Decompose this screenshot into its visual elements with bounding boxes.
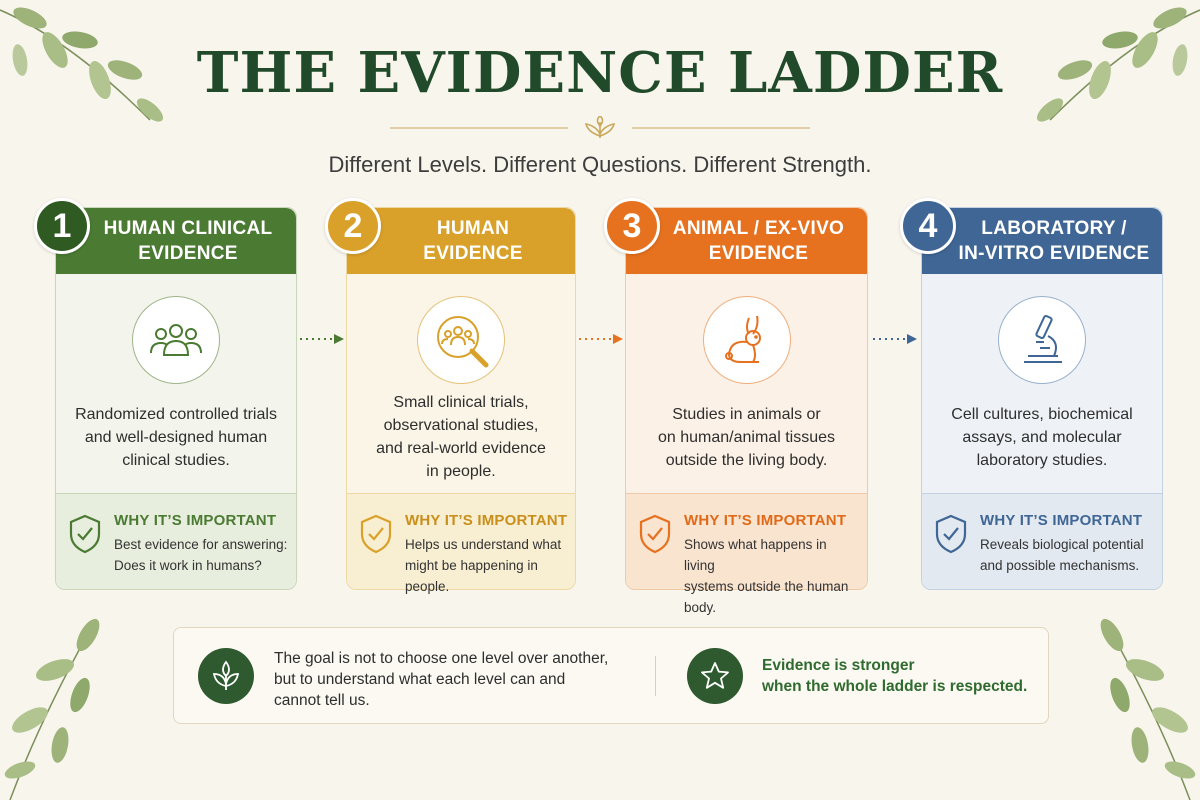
level-title: HUMAN CLINICAL EVIDENCE bbox=[103, 218, 273, 264]
level-icon-circle bbox=[417, 296, 505, 384]
level-icon-circle bbox=[998, 296, 1086, 384]
level-icon-circle bbox=[132, 296, 220, 384]
level-card-3: ANIMAL / EX-VIVO EVIDENCE 3 Studies in a… bbox=[604, 198, 868, 615]
microscope-icon bbox=[1024, 314, 1062, 363]
level-description: Small clinical trials, observational stu… bbox=[376, 394, 546, 480]
title-divider bbox=[390, 116, 810, 138]
leaf-decoration-top-right-icon bbox=[1036, 7, 1200, 122]
why-important-text: Helps us understand what might be happen… bbox=[405, 537, 562, 594]
leaf-decoration-top-left-icon bbox=[0, 7, 164, 122]
summary-box: The goal is not to choose one level over… bbox=[173, 627, 1049, 724]
arrow-right-icon bbox=[300, 334, 344, 344]
page-title: THE EVIDENCE LADDER bbox=[196, 40, 1004, 106]
level-card-header: LABORATORY / IN-VITRO EVIDENCE bbox=[922, 208, 1162, 274]
level-title: ANIMAL / EX-VIVO EVIDENCE bbox=[672, 218, 845, 264]
star-icon-circle bbox=[687, 648, 743, 704]
level-card-4: LABORATORY / IN-VITRO EVIDENCE 4 Cell cu… bbox=[900, 198, 1163, 590]
level-title: LABORATORY / IN-VITRO EVIDENCE bbox=[958, 218, 1150, 264]
why-important-box: WHY IT’S IMPORTANT Helps us understand w… bbox=[347, 493, 575, 594]
arrow-right-icon bbox=[873, 334, 917, 344]
star-icon bbox=[701, 662, 729, 689]
why-important-box: WHY IT’S IMPORTANT Shows what happens in… bbox=[626, 493, 867, 615]
level-icon-circle bbox=[702, 296, 791, 384]
why-important-text: Best evidence for answering: Does it wor… bbox=[114, 537, 288, 573]
level-number-badge: 3 bbox=[604, 198, 660, 254]
why-important-title: WHY IT’S IMPORTANT bbox=[980, 512, 1143, 529]
level-number: 3 bbox=[622, 206, 642, 245]
level-card-2: HUMAN EVIDENCE 2 Small clinical trials, … bbox=[325, 198, 576, 594]
why-important-text: Shows what happens in living systems out… bbox=[684, 537, 849, 615]
rabbit-icon bbox=[724, 315, 761, 363]
people-group-icon bbox=[150, 324, 202, 356]
sprout-icon bbox=[212, 660, 240, 690]
level-card-header: HUMAN CLINICAL EVIDENCE bbox=[56, 208, 296, 274]
level-card-header: ANIMAL / EX-VIVO EVIDENCE bbox=[626, 208, 867, 274]
level-card-header: HUMAN EVIDENCE bbox=[347, 208, 575, 274]
level-number-badge: 2 bbox=[325, 198, 381, 254]
level-number: 2 bbox=[343, 206, 363, 245]
level-description: Studies in animals or on human/animal ti… bbox=[658, 405, 835, 469]
arrow-right-icon bbox=[579, 334, 623, 344]
level-description: Cell cultures, biochemical assays, and m… bbox=[951, 405, 1133, 469]
why-important-title: WHY IT’S IMPORTANT bbox=[405, 512, 568, 529]
summary-divider bbox=[655, 656, 656, 696]
why-important-title: WHY IT’S IMPORTANT bbox=[684, 512, 847, 529]
shield-check-icon bbox=[69, 514, 101, 554]
summary-text: The goal is not to choose one level over… bbox=[274, 650, 609, 709]
leaf-decoration-bottom-right-icon bbox=[1100, 618, 1196, 800]
people-magnifier-icon bbox=[437, 316, 489, 368]
page-subtitle: Different Levels. Different Questions. D… bbox=[328, 152, 872, 177]
level-card-1: HUMAN CLINICAL EVIDENCE 1 Randomized con… bbox=[34, 198, 297, 590]
shield-check-icon bbox=[639, 514, 671, 554]
shield-check-icon bbox=[360, 514, 392, 554]
level-number: 4 bbox=[918, 206, 938, 245]
why-important-text: Reveals biological potential and possibl… bbox=[980, 537, 1144, 573]
why-important-box: WHY IT’S IMPORTANT Reveals biological po… bbox=[922, 493, 1162, 589]
level-title: HUMAN EVIDENCE bbox=[423, 218, 523, 264]
leaf-decoration-bottom-left-icon bbox=[4, 618, 100, 800]
sprout-icon-circle bbox=[198, 648, 254, 704]
level-description: Randomized controlled trials and well-de… bbox=[75, 405, 277, 469]
level-number-badge: 4 bbox=[900, 198, 956, 254]
shield-check-icon bbox=[935, 514, 967, 554]
summary-conclusion: Evidence is stronger when the whole ladd… bbox=[762, 657, 1028, 695]
level-number: 1 bbox=[52, 206, 72, 245]
why-important-box: WHY IT’S IMPORTANT Best evidence for ans… bbox=[56, 493, 296, 589]
level-number-badge: 1 bbox=[34, 198, 90, 254]
sprout-divider-icon bbox=[584, 116, 616, 138]
why-important-title: WHY IT’S IMPORTANT bbox=[114, 512, 277, 529]
